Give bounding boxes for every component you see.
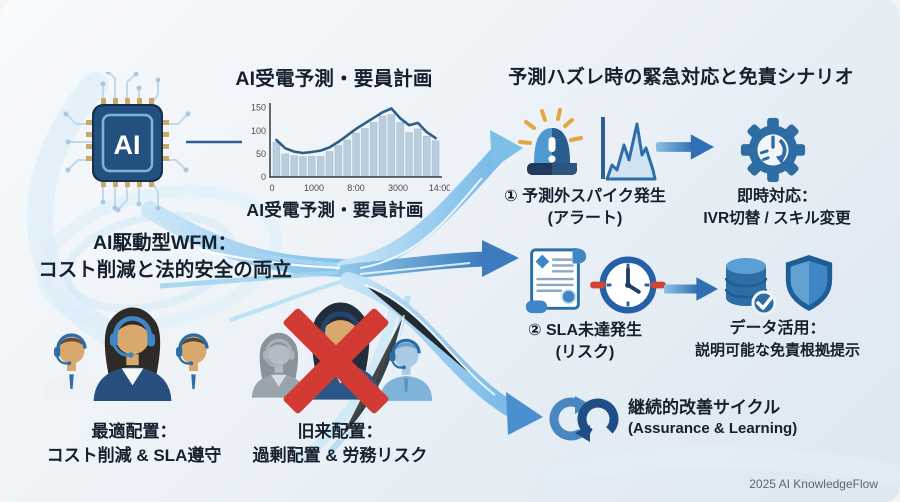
row1-result-line1: 即時対応： [736,188,817,205]
optimal-agents-illustration [42,300,223,422]
row2-trigger-label: ② SLA未達発生 (リスク) [494,320,676,364]
red-x-mark [283,308,389,414]
row3-label-line2: (Assurance & Learning) [628,420,798,437]
svg-text:150: 150 [251,103,266,113]
arrowhead-row2 [482,240,519,277]
row2-label-line2: (リスク) [555,344,615,361]
sla-contract-icon [525,247,587,314]
agent-blue-man [378,338,434,402]
row1-trigger-label: ① 予測外スパイク発生 (アラート) [494,186,676,230]
arrowhead-row1 [490,130,523,169]
arrow-right-icon [656,134,714,160]
continuous-loop-icon [549,396,619,442]
svg-text:0: 0 [261,172,266,182]
credit-text: 2025 AI KnowledgeFlow [749,477,878,491]
legacy-label-line2: 過剰配置 & 労務リスク [252,446,428,465]
ai-chip-icon: AI [63,72,191,213]
row3-label-line1: 継続的改善サイクル [628,398,781,417]
row1-label-line2: (アラート) [547,210,623,227]
database-icon [724,258,777,316]
row1-result-label: 即時対応： IVR切替 / スキル変更 [683,186,871,230]
svg-text:8:00: 8:00 [347,183,365,193]
legacy-agents-illustration [250,296,434,414]
legacy-label-line1: 旧来配置： [297,422,383,441]
svg-text:14:00: 14:00 [429,183,450,193]
optimal-label-line2: コスト削減 & SLA遵守 [46,446,222,465]
gear-response-icon [740,117,806,183]
agent-man-right [164,333,223,400]
spike-chart-icon [601,117,657,181]
agent-man-left [42,333,101,400]
chip-label: AI [114,130,141,160]
chip-pins [86,98,169,187]
forecast-chart: 0 50 100 150 0 1000 8:00 3000 14:00 [242,97,450,201]
shield-icon [785,255,833,311]
row3-label: 継続的改善サイクル (Assurance & Learning) [628,397,858,439]
row1-result-line2: IVR切替 / スキル変更 [703,210,851,227]
svg-text:100: 100 [251,126,266,136]
legacy-label: 旧来配置： 過剰配置 & 労務リスク [238,420,442,468]
agent-woman-center [94,308,172,401]
arrowhead-row3 [506,392,543,435]
row2-result-label: データ活用： 説明可能な免責根拠提示 [680,318,875,362]
forecast-caption: AI受電予測・要員計画 [246,200,424,220]
svg-text:1000: 1000 [304,183,324,193]
scenario-title: 予測ハズレ時の緊急対応と免責シナリオ [508,67,854,88]
optimal-label: 最適配置： コスト削減 & SLA遵守 [36,420,232,468]
row2-result-line2: 説明可能な免責根拠提示 [694,342,860,359]
headline-line1: AI駆動型WFM： [92,232,238,254]
svg-text:0: 0 [269,183,274,193]
svg-text:3000: 3000 [388,183,408,193]
headline: AI駆動型WFM： コスト削減と法的安全の両立 [18,230,312,284]
optimal-label-line1: 最適配置： [91,422,177,441]
forecast-title: AI受電予測・要員計画 [235,68,433,90]
svg-text:50: 50 [256,149,266,159]
alert-siren-icon [518,108,583,175]
row2-label-line1: ② SLA未達発生 [528,322,642,339]
deadline-clock-icon [590,256,666,314]
headline-line2: コスト削減と法的安全の両立 [38,259,292,281]
arrow-right-icon [664,277,718,301]
row2-result-line1: データ活用： [729,320,826,337]
row1-label-line1: ① 予測外スパイク発生 [504,188,666,205]
band-to-row2 [337,251,494,280]
